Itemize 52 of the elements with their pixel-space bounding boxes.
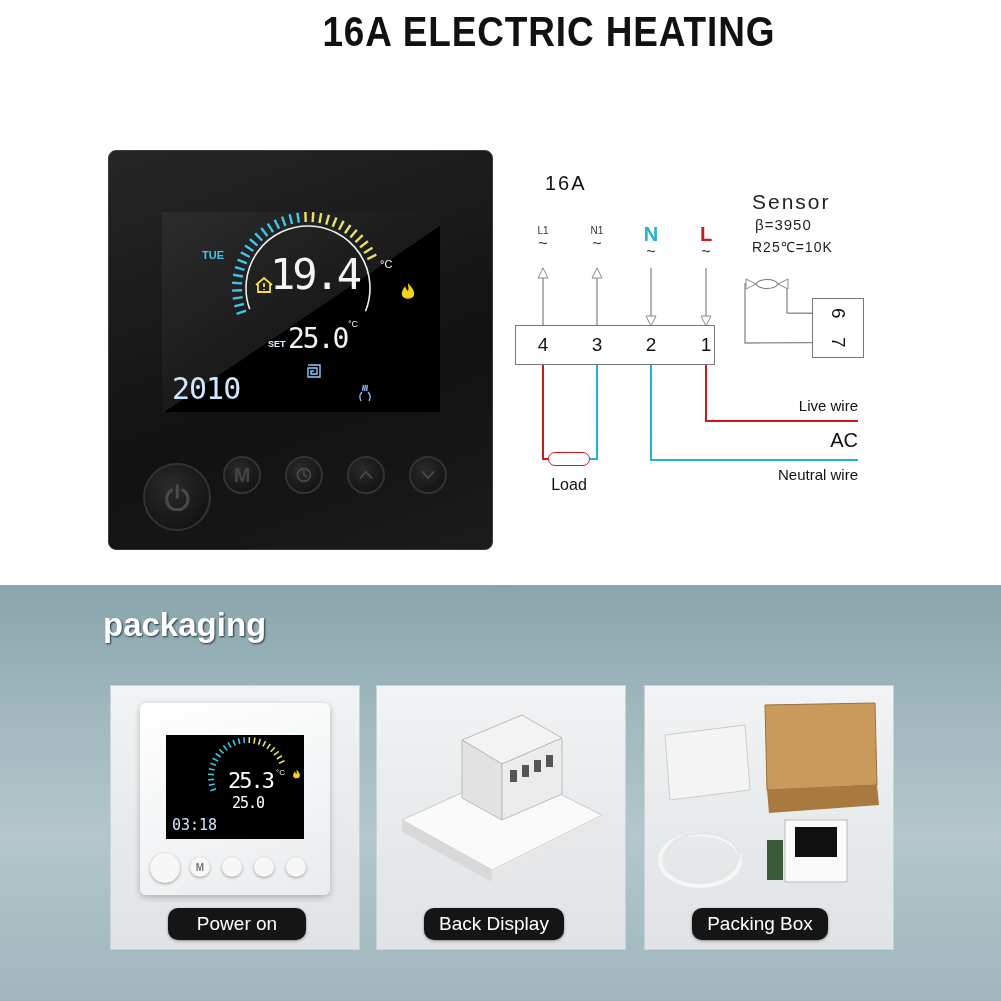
terminal-number: 6 xyxy=(813,299,863,328)
terminal-label: L xyxy=(699,224,713,244)
terminal-label: N1 xyxy=(590,226,604,236)
wire xyxy=(744,278,814,344)
wire xyxy=(650,363,859,461)
sensor-terminal-block xyxy=(812,298,864,358)
sensor-spec: R25℃=10K xyxy=(752,240,833,256)
caption-label: Power on xyxy=(168,908,306,940)
load-label: Load xyxy=(550,476,588,494)
ac-symbol: ~ xyxy=(646,244,656,260)
ac-symbol: ~ xyxy=(538,236,548,252)
unit-label: °C xyxy=(276,769,285,778)
wire xyxy=(542,363,549,460)
supply-label: AC xyxy=(830,429,858,451)
wire xyxy=(537,267,549,327)
rating-label: 16A xyxy=(545,172,587,194)
setpoint-reading: 25.0 xyxy=(232,795,265,812)
wire xyxy=(591,267,603,327)
wire-label: Live wire xyxy=(798,398,858,415)
ac-symbol: ~ xyxy=(592,236,602,252)
day-label: TUE xyxy=(202,249,224,262)
section-heading: packaging xyxy=(103,607,267,644)
wire xyxy=(705,363,859,422)
terminal-label: N xyxy=(643,224,659,244)
time-reading: 2010 xyxy=(172,372,241,405)
terminal-number: 7 xyxy=(813,328,863,357)
set-label: SET xyxy=(268,340,286,350)
temperature-reading: 19.4 xyxy=(270,252,360,299)
ac-symbol: ~ xyxy=(701,244,711,260)
terminal-number: 4 xyxy=(531,326,555,364)
wire xyxy=(645,267,657,327)
caption-label: Packing Box xyxy=(692,908,828,940)
unit-label: °C xyxy=(380,258,393,271)
sensor-label: Sensor xyxy=(752,190,831,214)
wire xyxy=(700,267,712,327)
wire xyxy=(777,278,814,314)
temperature-reading: 25.3 xyxy=(228,769,273,794)
sensor-spec: β=3950 xyxy=(755,217,812,234)
terminal-number: 1 xyxy=(694,326,718,364)
thermistor-symbol xyxy=(756,279,778,289)
time-reading: 03:18 xyxy=(172,817,218,834)
terminal-number: 2 xyxy=(639,326,663,364)
caption-label: Back Display xyxy=(424,908,564,940)
wire xyxy=(589,363,598,460)
push-button: M xyxy=(190,857,210,877)
terminal-number: 3 xyxy=(585,326,609,364)
terminal-block xyxy=(515,325,715,365)
wire-label: Neutral wire xyxy=(777,467,858,484)
setpoint-reading: 25.0 xyxy=(288,324,348,355)
terminal-label: L1 xyxy=(537,226,549,236)
title: 16A ELECTRIC HEATING xyxy=(321,8,777,56)
unit-label: °C xyxy=(348,320,359,330)
